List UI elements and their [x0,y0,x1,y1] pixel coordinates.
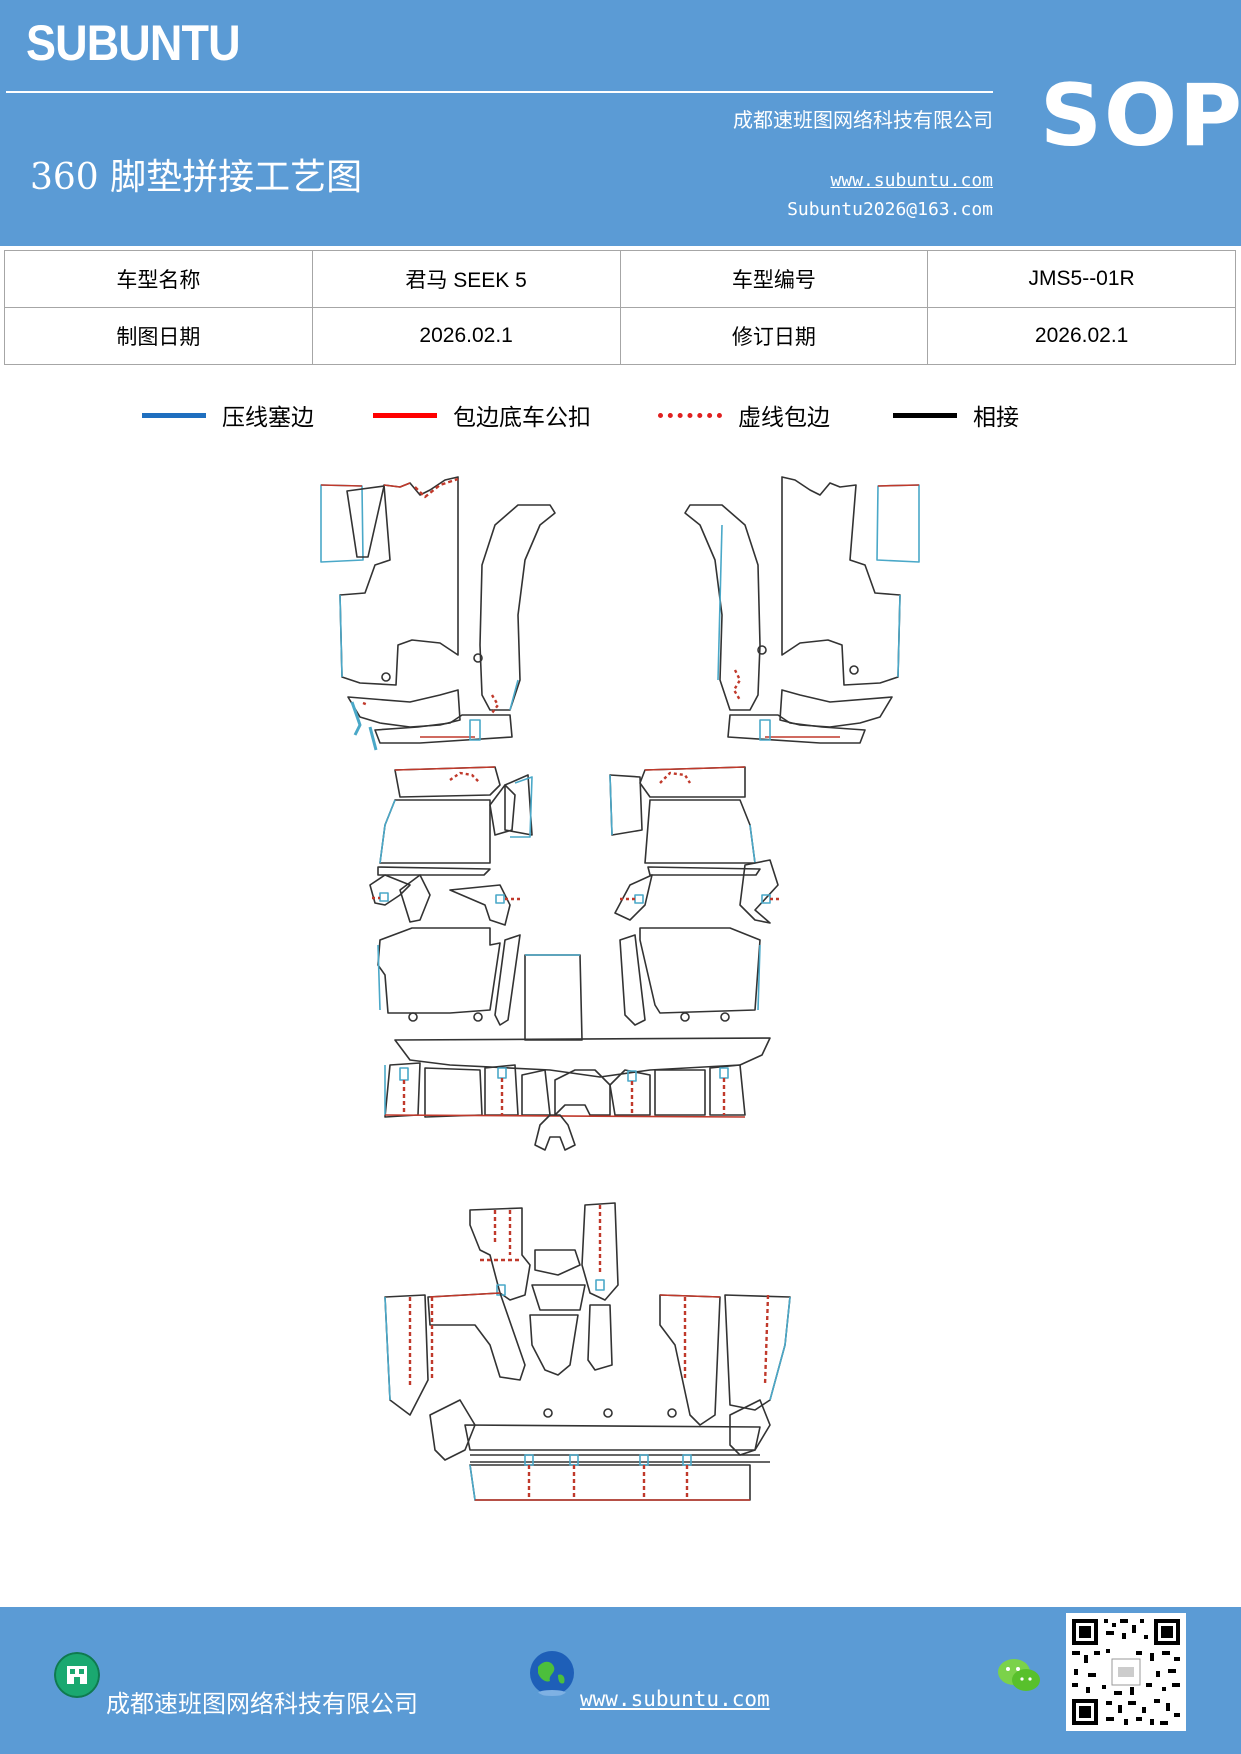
legend-swatch [373,412,437,418]
legend-swatch [142,412,206,418]
doc-type-label: SOP [1040,66,1241,166]
draw-date-value: 2026.02.1 [311,307,621,365]
footer-website-link[interactable]: www.subuntu.com [580,1687,770,1711]
legend-label: 包边底车公扣 [453,405,591,431]
page-title: 360 脚垫拼接工艺图 [30,157,363,198]
model-name-label: 车型名称 [4,250,313,308]
globe-icon [530,1651,574,1696]
header-company: 成都速班图网络科技有限公司 [733,108,993,132]
revise-date-value: 2026.02.1 [927,307,1236,365]
pattern-group-front-right [684,476,920,744]
pattern-group-rear-seats [384,1202,791,1501]
legend-label: 相接 [973,405,1019,431]
header-website-link[interactable]: www.subuntu.com [830,170,993,191]
legend-swatch [893,412,957,418]
draw-date-label: 制图日期 [4,307,313,365]
footer-company: 成都速班图网络科技有限公司 [106,1690,418,1718]
model-code-value: JMS5--01R [927,250,1236,308]
footer-banner: 成都速班图网络科技有限公司 www.subuntu.com [0,1607,1241,1754]
wechat-icon[interactable] [996,1655,1042,1697]
table-row: 制图日期 2026.02.1 修订日期 2026.02.1 [4,307,1236,365]
brand-logo: SUBUNTU [26,15,241,71]
legend-swatch [658,412,722,418]
legend-label: 虚线包边 [738,405,830,431]
pattern-group-front-left [320,476,556,751]
legend: 压线塞边 包边底车公扣 虚线包边 相接 [0,398,1241,438]
revise-date-label: 修订日期 [619,307,929,365]
pattern-group-middle-row [369,766,780,1041]
legend-item-press-line: 压线塞边 [142,398,314,432]
building-icon [54,1652,100,1698]
header-email[interactable]: Subuntu2026@163.com [787,199,993,220]
header-divider [6,91,993,93]
model-name-value: 君马 SEEK 5 [311,250,621,308]
legend-item-dotted-edge: 虚线包边 [658,398,830,432]
model-code-label: 车型编号 [619,250,929,308]
floor-mat-pattern-diagram [320,476,920,1501]
header-banner: SUBUNTU 成都速班图网络科技有限公司 360 脚垫拼接工艺图 www.su… [0,0,1241,246]
legend-item-red-edge: 包边底车公扣 [373,398,591,432]
qr-code [1066,1613,1186,1731]
info-table: 车型名称 君马 SEEK 5 车型编号 JMS5--01R 制图日期 2026.… [4,250,1236,365]
legend-item-joined: 相接 [893,398,1019,432]
legend-label: 压线塞边 [222,405,314,431]
table-row: 车型名称 君马 SEEK 5 车型编号 JMS5--01R [4,250,1236,308]
pattern-group-rear-strip [384,1037,771,1151]
